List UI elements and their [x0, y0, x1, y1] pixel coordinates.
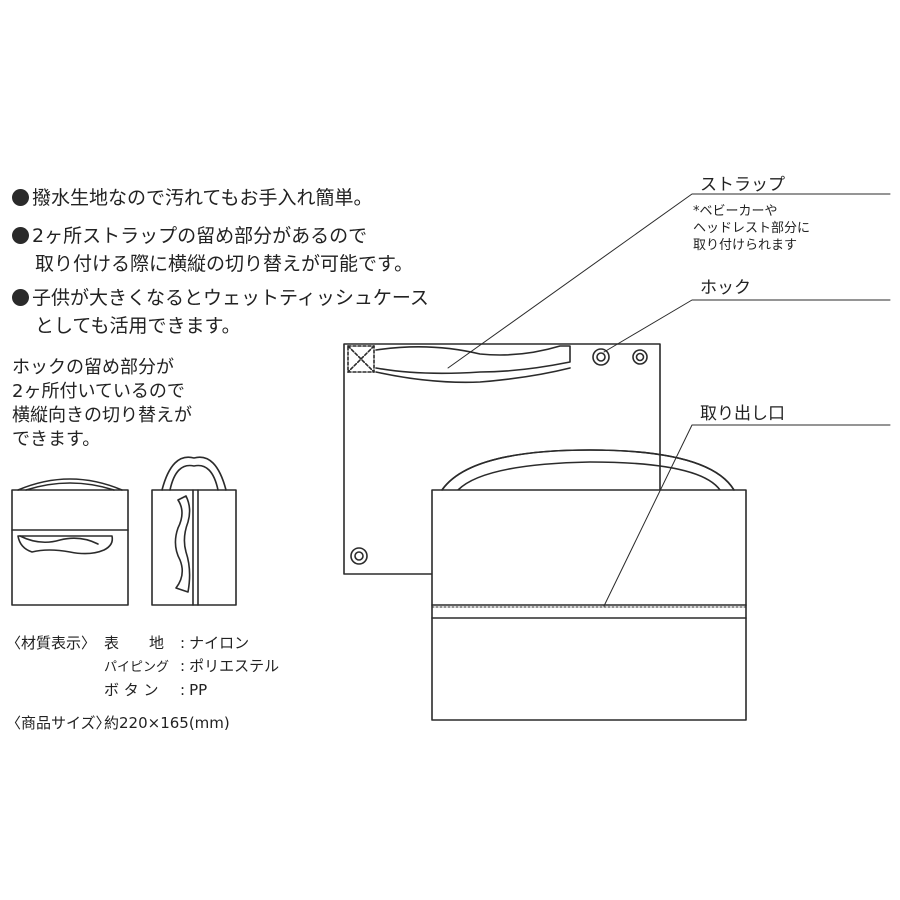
spec-label: パイピング: [104, 660, 170, 675]
strap-note-line: *ベビーカーや: [693, 204, 778, 219]
leader-lines: [447, 193, 891, 607]
size-heading: 〈商品サイズ〉: [6, 714, 111, 732]
feature-2-line-1: 2ヶ所ストラップの留め部分があるので: [32, 225, 368, 247]
back-panel: [343, 343, 661, 575]
spec-value: ナイロン: [189, 634, 250, 652]
feature-3-line-2: としても活用できます。: [35, 315, 241, 337]
size-value: 約220×165(mm): [104, 714, 230, 732]
feature-3-line-1: 子供が大きくなるとウェットティッシュケース: [32, 287, 429, 309]
feature-2: 2ヶ所ストラップの留め部分があるので 取り付ける際に横縦の切り替えが可能です。: [12, 222, 413, 278]
spec-label: ボ タ ン: [104, 681, 159, 699]
bullet-icon: [12, 289, 29, 306]
hook-note-line: ホックの留め部分が: [12, 357, 174, 378]
vertical-case-illustration: [151, 456, 237, 606]
material-specs: 〈材質表示〉表 地:ナイロン パイピング:ポリエステル ボ タ ン:PP: [6, 632, 279, 702]
spec-value: PP: [189, 681, 208, 699]
hook-note-line: 2ヶ所付いているので: [12, 381, 185, 402]
material-heading: 〈材質表示〉: [6, 634, 97, 652]
hook-label: ホック: [700, 278, 751, 298]
horizontal-case-illustration: [11, 478, 129, 606]
spec-value: ポリエステル: [189, 657, 280, 675]
feature-1-line-1: 撥水生地なので汚れてもお手入れ簡単。: [32, 187, 373, 209]
strap-note-line: 取り付けられます: [693, 238, 798, 253]
hook-note-line: できます。: [12, 429, 101, 450]
hook-note: ホックの留め部分が 2ヶ所付いているので 横縦向きの切り替えが できます。: [12, 356, 192, 452]
strap-note-line: ヘッドレスト部分に: [693, 221, 811, 236]
size-spec: 〈商品サイズ〉約220×165(mm): [6, 712, 230, 735]
strap-note: *ベビーカーや ヘッドレスト部分に 取り付けられます: [693, 203, 810, 254]
front-case: [431, 449, 747, 721]
feature-1: 撥水生地なので汚れてもお手入れ簡単。: [12, 184, 372, 212]
strap-label: ストラップ: [700, 175, 785, 195]
feature-3: 子供が大きくなるとウェットティッシュケース としても活用できます。: [12, 284, 429, 340]
opening-label: 取り出し口: [700, 404, 785, 424]
bullet-icon: [12, 227, 29, 244]
hook-note-line: 横縦向きの切り替えが: [12, 405, 192, 426]
bullet-icon: [12, 189, 29, 206]
feature-2-line-2: 取り付ける際に横縦の切り替えが可能です。: [35, 253, 414, 275]
spec-label: 表 地: [104, 634, 165, 652]
